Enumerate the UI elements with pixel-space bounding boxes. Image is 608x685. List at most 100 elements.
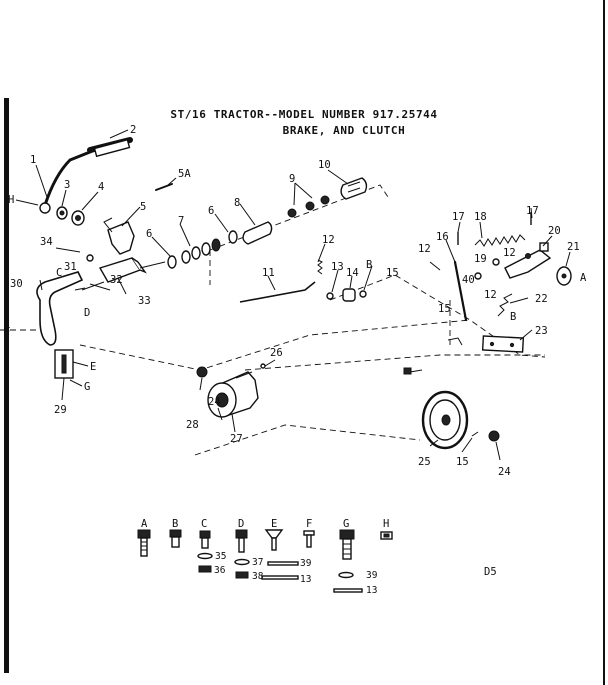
link-15b — [447, 337, 463, 346]
nut-24a — [196, 366, 208, 378]
label-12c: 12 — [503, 247, 516, 259]
label-32: 32 — [110, 274, 123, 286]
guide-line-pulley — [244, 354, 545, 371]
legend-letter-a: A — [141, 518, 148, 530]
label-12d: 12 — [484, 289, 497, 301]
brake-rod-11 — [239, 281, 316, 303]
label-34: 34 — [40, 236, 53, 248]
left-border-bar — [4, 98, 9, 673]
legend-sub-36: 36 — [214, 565, 226, 576]
washer-13 — [326, 292, 334, 300]
bracket-5 — [103, 217, 135, 255]
label-17a: 17 — [526, 205, 539, 217]
label-23: 23 — [535, 325, 548, 337]
label-7: 7 — [178, 215, 184, 227]
ref-letter-c: C — [56, 267, 62, 279]
legend-bolt-c — [199, 530, 211, 549]
label-26: 26 — [270, 347, 283, 359]
label-2: 2 — [130, 124, 136, 136]
nut-31 — [86, 254, 94, 262]
pin-13b — [333, 588, 363, 593]
ref-letter-f: F — [4, 326, 10, 338]
label-14: 14 — [346, 267, 359, 279]
label-28: 28 — [186, 419, 199, 431]
label-13: 13 — [331, 261, 344, 273]
legend-sub-39b: 39 — [366, 570, 378, 581]
pulley-25 — [421, 390, 469, 450]
legend-letter-e: E — [271, 518, 277, 530]
label-18: 18 — [474, 211, 487, 223]
diagram-title-line1: ST/16 TRACTOR--MODEL NUMBER 917.25744 — [170, 108, 438, 121]
reference-letters: H B A B C D E F G — [4, 194, 587, 393]
pin-13a — [261, 575, 299, 580]
wheel-21 — [556, 266, 572, 286]
label-24b: 24 — [498, 466, 511, 478]
nut-12c — [525, 253, 531, 259]
guide-line-low — [79, 319, 471, 371]
label-15a: 15 — [386, 267, 399, 279]
nut-38 — [235, 571, 249, 579]
legend-sub-13b: 13 — [366, 585, 377, 596]
legend-bolt-a — [137, 529, 151, 557]
spring-22 — [497, 293, 513, 317]
handle-lever — [39, 137, 133, 214]
legend-letter-d: D — [238, 518, 244, 530]
plate-23 — [481, 335, 525, 353]
nut-36 — [198, 565, 212, 573]
legend-sub-38: 38 — [252, 571, 264, 582]
bracket-20 — [504, 242, 552, 279]
washer-6a — [167, 255, 177, 269]
label-8: 8 — [234, 197, 240, 209]
label-11: 11 — [262, 267, 275, 279]
ref-letter-a: A — [580, 272, 587, 284]
label-17b: 17 — [452, 211, 465, 223]
label-12a: 12 — [322, 234, 335, 246]
part-number-labels: 1 2 3 4 5 5A 6 7 6 8 9 10 11 12 13 14 15… — [10, 124, 580, 478]
leader-lines — [35, 129, 571, 461]
washer-6b — [228, 230, 238, 244]
legend-letter-c: C — [201, 518, 207, 530]
ref-letter-g: G — [84, 381, 90, 393]
pin-12b — [429, 261, 441, 271]
legend-sub-37: 37 — [252, 557, 263, 568]
ref-letter-b1: B — [366, 259, 372, 271]
washer-35 — [197, 552, 213, 560]
ref-letter-b2: B — [510, 311, 516, 323]
washer-15c — [471, 431, 479, 437]
legend-nut-h — [380, 531, 393, 540]
legend-bolt-g — [339, 529, 355, 560]
label-40: 40 — [462, 274, 475, 286]
label-24a: 24 — [208, 396, 221, 408]
right-border-line — [603, 0, 605, 685]
bracket-29 — [54, 349, 74, 379]
label-20: 20 — [548, 225, 561, 237]
washer-40 — [474, 272, 482, 280]
ref-letter-e: E — [90, 361, 96, 373]
label-31: 31 — [64, 261, 77, 273]
label-5a: 5A — [178, 168, 191, 180]
label-30: 30 — [10, 278, 23, 290]
label-15c: 15 — [456, 456, 469, 468]
spring-12 — [317, 259, 323, 275]
washer-37 — [234, 558, 250, 566]
bolt-32 — [81, 281, 105, 291]
bolt-in-bracket — [139, 261, 166, 269]
label-19: 19 — [474, 253, 487, 265]
label-12b: 12 — [418, 243, 431, 255]
guide-line-bottom — [194, 424, 421, 456]
label-5: 5 — [140, 201, 146, 213]
legend-bolt-d — [235, 529, 248, 553]
label-33: 33 — [138, 295, 151, 307]
ref-letter-d: D — [84, 307, 90, 319]
label-9: 9 — [289, 173, 295, 185]
label-22: 22 — [535, 293, 548, 305]
label-27: 27 — [230, 433, 243, 445]
legend-letter-g: G — [343, 518, 349, 530]
washer-15 — [359, 290, 367, 298]
clutch-27 — [207, 371, 259, 418]
label-10: 10 — [318, 159, 331, 171]
legend-screw-e — [264, 529, 284, 551]
pin-39a — [267, 561, 299, 566]
diagram-title-line2: BRAKE, AND CLUTCH — [282, 124, 406, 137]
label-16: 16 — [436, 231, 449, 243]
